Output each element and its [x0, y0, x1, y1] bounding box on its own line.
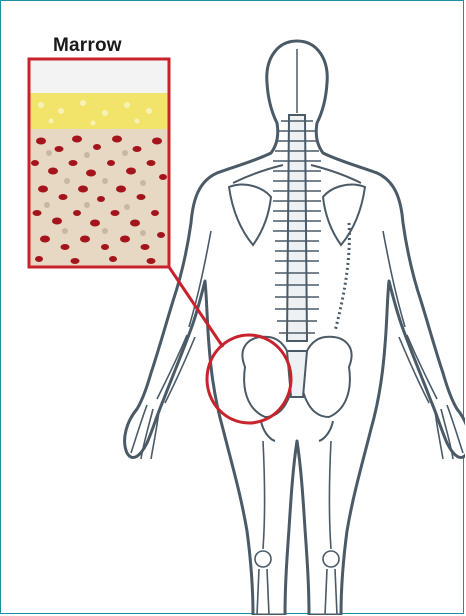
vertebral-column: [287, 115, 307, 341]
right-ilium: [301, 337, 352, 417]
left-knee: [255, 551, 271, 567]
left-ilium: [242, 337, 293, 417]
marrow-inset: [29, 59, 169, 267]
right-knee: [323, 551, 339, 567]
inset-skin-layer: [29, 59, 169, 97]
